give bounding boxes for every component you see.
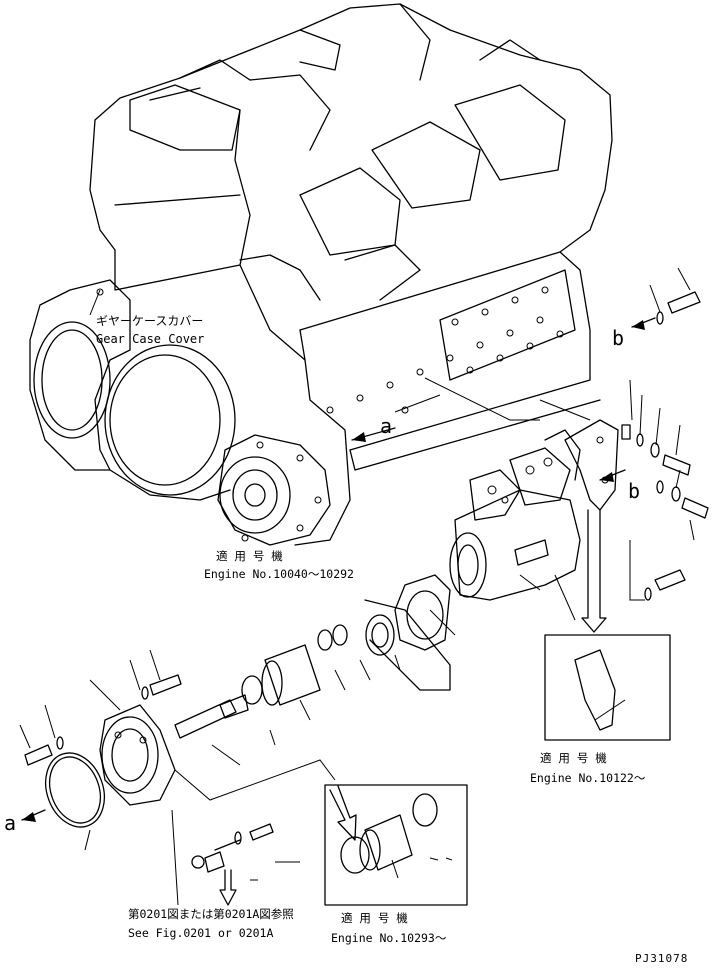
applicable-label-3: 適 用 号 機 — [341, 911, 408, 925]
see-fig-label-en: See Fig.0201 or 0201A — [128, 926, 273, 940]
drive-parts — [19, 574, 541, 851]
ref-a-label-lower: a — [4, 811, 16, 835]
ref-a-arrow-lower — [21, 809, 46, 822]
gear-case-leader — [89, 289, 101, 316]
drawing-number: PJ31078 — [635, 952, 688, 965]
engine-range-3: Engine No.10293～ — [331, 931, 447, 945]
link-line-1 — [424, 377, 540, 421]
inset-bearing-variant — [324, 784, 468, 906]
engine-range-1: Engine No.10040～10292 — [204, 567, 354, 581]
see-fig-bracket — [171, 809, 179, 906]
see-fig-parts — [191, 823, 300, 906]
ref-a-arrow-upper — [351, 394, 441, 442]
engine-block — [29, 3, 613, 546]
gear-case-label-en: Gear Case Cover — [96, 332, 204, 346]
gear-case-leader-dot — [96, 288, 104, 296]
ref-b-label-lower: b — [628, 479, 640, 503]
gear-case-label-jp: ギヤーケースカバー — [96, 314, 203, 328]
down-arrow-inset — [581, 509, 607, 633]
applicable-label-2: 適 用 号 機 — [540, 751, 607, 765]
inset-bracket-variant — [544, 634, 671, 741]
bracket-fasteners — [621, 379, 709, 601]
air-compressor — [449, 429, 581, 621]
down-arrow-inset-2 — [329, 785, 357, 841]
parts-group-outline — [174, 759, 336, 801]
ref-b-label-upper: b — [612, 326, 624, 350]
see-fig-label-jp: 第0201図または第0201A図参照 — [128, 907, 294, 921]
block-bolt-holes — [326, 286, 564, 414]
top-bolt-b — [631, 267, 701, 330]
ref-a-label-upper: a — [380, 414, 392, 438]
engine-range-2: Engine No.10122～ — [530, 771, 646, 785]
ref-b-arrow-lower — [599, 469, 626, 482]
applicable-label-1: 適 用 号 機 — [216, 549, 283, 563]
